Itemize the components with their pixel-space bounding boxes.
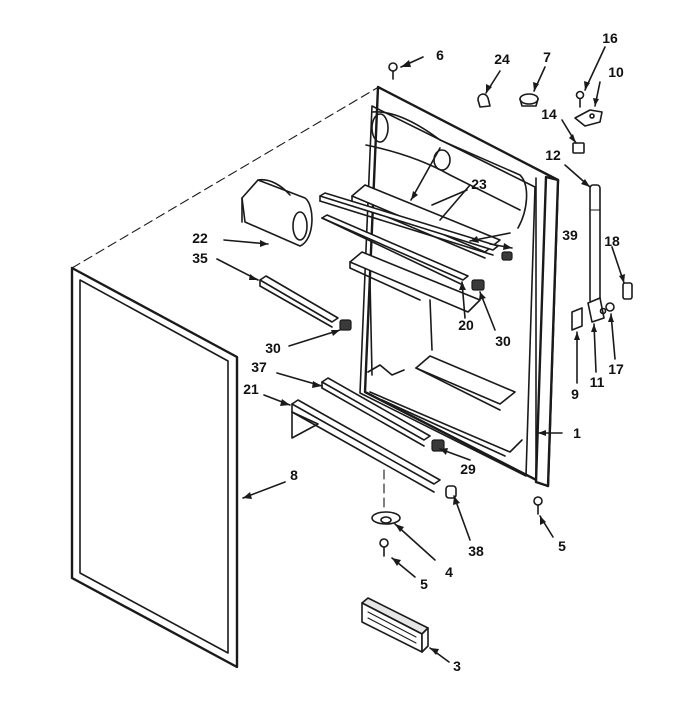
knob-7 <box>519 93 539 107</box>
clip-30-left <box>339 319 352 331</box>
callout-30-right: 30 <box>495 333 511 349</box>
callout-29: 29 <box>460 461 476 477</box>
callout-38: 38 <box>468 543 484 559</box>
callout-20: 20 <box>458 317 474 333</box>
shelf-rails <box>259 192 499 493</box>
door-gasket <box>70 266 239 669</box>
hinge-bottom-11 <box>587 297 605 323</box>
callout-10: 10 <box>608 64 624 80</box>
hinge-pin-12 <box>589 184 601 304</box>
callout-1: 1 <box>573 425 581 441</box>
callout-39: 39 <box>562 227 578 243</box>
clip-30-right <box>471 279 485 291</box>
dairy-door <box>241 178 313 247</box>
kick-plate-grille <box>361 597 429 653</box>
callout-22: 22 <box>192 230 208 246</box>
arrowheads <box>243 60 625 655</box>
screw-5-bottom <box>379 538 389 557</box>
cap-24 <box>477 93 491 108</box>
bushing-17 <box>599 302 615 315</box>
callout-5-right: 5 <box>558 538 566 554</box>
hinge-top-10 <box>574 109 603 127</box>
screw-6 <box>388 62 398 80</box>
door-panel <box>349 85 560 488</box>
hinge-bracket <box>371 511 401 525</box>
callout-12: 12 <box>545 147 561 163</box>
clip-39 <box>501 251 513 261</box>
assembly-line <box>71 87 378 269</box>
callout-labels: 6 24 7 16 10 14 12 23 39 18 22 35 20 30 … <box>192 30 624 674</box>
callout-35: 35 <box>192 250 208 266</box>
callout-6: 6 <box>436 47 444 63</box>
callout-7: 7 <box>543 49 551 65</box>
callout-8: 8 <box>290 467 298 483</box>
hinge-plate-9 <box>571 307 583 331</box>
callout-17: 17 <box>608 361 624 377</box>
callout-30-left: 30 <box>265 340 281 356</box>
callout-18: 18 <box>604 233 620 249</box>
callout-23: 23 <box>471 176 487 192</box>
callout-21: 21 <box>243 381 259 397</box>
callout-4: 4 <box>445 564 453 580</box>
callout-24: 24 <box>494 51 510 67</box>
callout-11: 11 <box>590 374 605 390</box>
hinge-cover-18 <box>622 282 633 300</box>
callout-37: 37 <box>251 359 267 375</box>
callout-3: 3 <box>453 658 461 674</box>
callout-9: 9 <box>571 386 579 402</box>
clip-29 <box>431 439 445 452</box>
cap-38 <box>445 485 457 499</box>
callout-5-bottom: 5 <box>420 576 428 592</box>
spacer-14 <box>572 142 585 154</box>
screw-5-right <box>533 496 543 515</box>
callout-16: 16 <box>602 30 618 46</box>
screw-16 <box>575 90 585 108</box>
callout-14: 14 <box>541 106 557 122</box>
